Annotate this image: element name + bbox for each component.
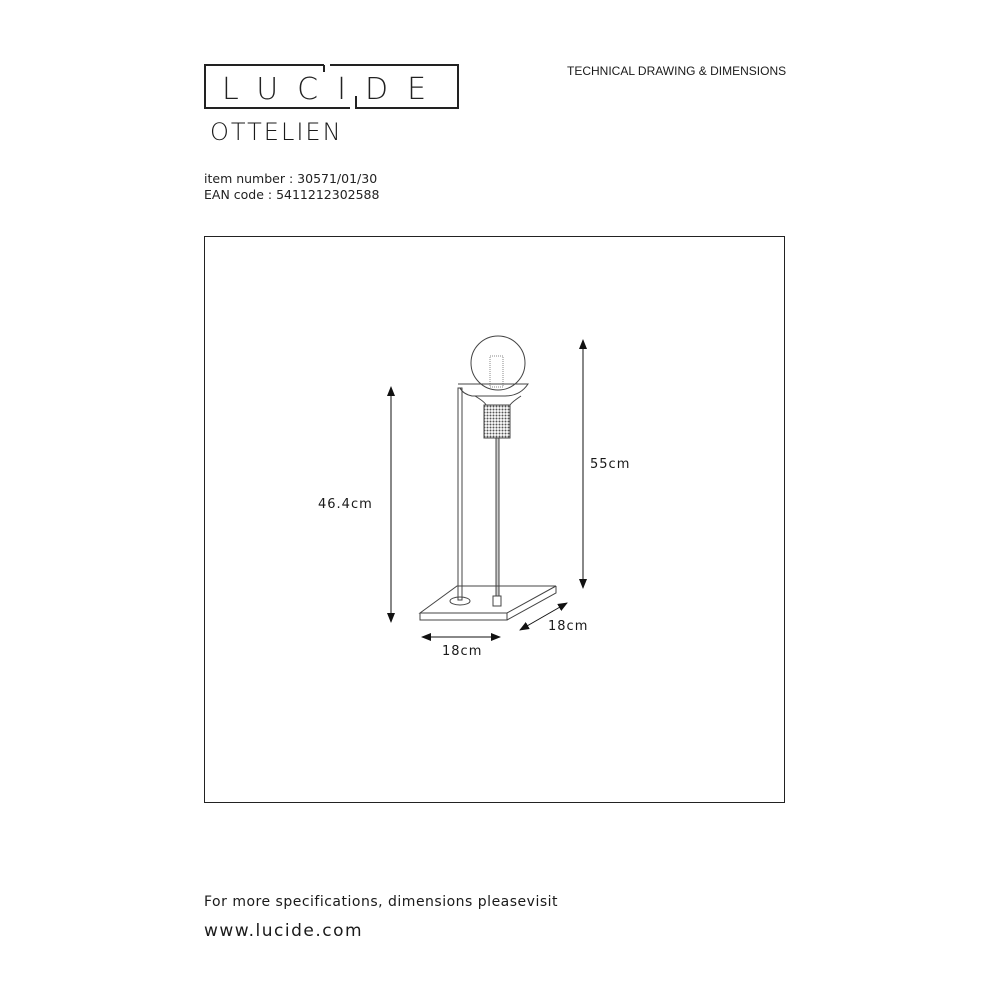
base [418, 585, 557, 621]
document-title: TECHNICAL DRAWING & DIMENSIONS [567, 64, 787, 78]
drawing-frame [204, 236, 785, 803]
arm-height-label: 46.4cm [318, 497, 373, 512]
width-label: 18cm [442, 644, 483, 659]
dimension-lines [387, 339, 587, 641]
lucide-logo: LUCIDE [204, 64, 459, 109]
filament [489, 355, 504, 388]
lamp [418, 335, 557, 621]
logo-frame: LUCIDE [204, 64, 459, 109]
arm-foot [449, 596, 471, 606]
ring [458, 383, 529, 397]
cord-connector [492, 595, 502, 607]
ean-code: EAN code : 5411212302588 [204, 187, 380, 202]
bulb [470, 335, 526, 391]
total-height-label: 55cm [590, 457, 631, 472]
socket [483, 404, 511, 439]
svg-text:LUCIDE: LUCIDE [222, 72, 445, 107]
footer-text: For more specifications, dimensions plea… [204, 894, 559, 910]
item-number: item number : 30571/01/30 [204, 171, 378, 186]
website-link[interactable]: www.lucide.com [204, 921, 364, 941]
product-name: OTTELIEN [210, 118, 343, 146]
arm [457, 387, 463, 601]
depth-label: 18cm [548, 619, 589, 634]
cord [495, 437, 500, 597]
